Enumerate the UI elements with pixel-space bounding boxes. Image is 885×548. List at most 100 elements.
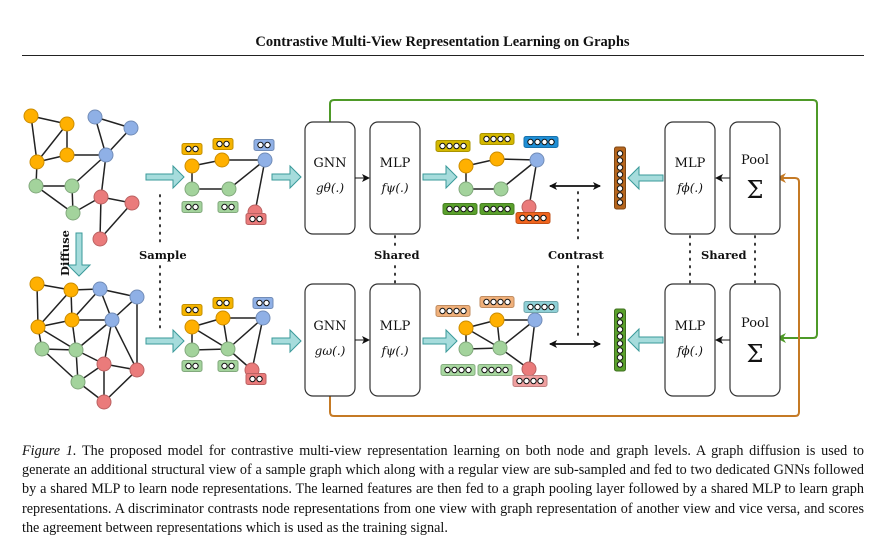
feature-vector	[512, 375, 548, 387]
feature-slot	[548, 138, 555, 146]
sampled-graph-top	[181, 138, 275, 225]
feature-vector	[479, 133, 515, 145]
graph-edge	[251, 317, 264, 371]
graph-edge	[35, 185, 74, 214]
diffuse-arrow-icon	[66, 232, 92, 277]
feature-slot	[504, 298, 511, 306]
feature-vector	[245, 213, 267, 225]
pool-box-bottom: Pool Σ	[729, 283, 781, 397]
graph-embedding-top	[614, 146, 626, 210]
feature-vector	[435, 140, 471, 152]
graph-node	[527, 312, 543, 328]
feature-vector	[477, 364, 513, 376]
feature-slot	[221, 203, 228, 211]
feature-slot	[185, 203, 192, 211]
graph-node	[215, 310, 231, 326]
header-rule	[22, 55, 864, 56]
gnn-fn-top: gθ(.)	[316, 181, 344, 195]
feature-slot	[534, 138, 541, 146]
embedding-slot	[616, 319, 624, 326]
graph-node	[129, 362, 145, 378]
graph-edge	[227, 317, 264, 350]
encoded-graph-top	[435, 133, 559, 224]
feature-slot	[502, 366, 509, 374]
feature-slot	[460, 205, 467, 213]
feature-vector	[440, 364, 476, 376]
graph-node	[521, 199, 537, 215]
embedding-slot	[616, 354, 624, 361]
gnn-box-top: GNN gθ(.)	[304, 121, 356, 235]
feature-slot	[439, 307, 446, 315]
graph-node	[184, 342, 200, 358]
graph-edge	[528, 159, 538, 208]
feature-slot	[228, 362, 235, 370]
feature-vector	[212, 138, 234, 150]
feature-vector	[252, 297, 274, 309]
graph-node	[129, 289, 145, 305]
flow-arrow-icon	[145, 328, 185, 354]
gnn-box-bottom: GNN gω(.)	[304, 283, 356, 397]
graph-node	[63, 282, 79, 298]
feature-vector	[181, 143, 203, 155]
feature-slot	[526, 214, 533, 222]
gnn-fn-bottom: gω(.)	[315, 344, 346, 358]
feature-slot	[540, 214, 547, 222]
feature-vector	[217, 360, 239, 372]
feature-slot	[223, 299, 230, 307]
feature-slot	[548, 303, 555, 311]
graph-node	[29, 154, 45, 170]
feature-slot	[216, 140, 223, 148]
figure-label: Figure 1.	[22, 443, 77, 459]
feature-vector	[435, 305, 471, 317]
feature-slot	[504, 135, 511, 143]
graph-node	[221, 181, 237, 197]
graph-node	[96, 394, 112, 410]
mlp-node-title-bottom: MLP	[380, 319, 411, 334]
flow-arrow-icon	[627, 327, 664, 353]
orange-connector-line	[329, 173, 800, 417]
feature-slot	[504, 205, 511, 213]
feature-slot	[460, 307, 467, 315]
graph-edge	[254, 159, 266, 213]
pool-title-bottom: Pool	[741, 316, 769, 331]
flow-arrows	[66, 164, 664, 354]
feature-vector	[253, 139, 275, 151]
feature-slot	[495, 366, 502, 374]
feature-slot	[541, 303, 548, 311]
feature-slot	[497, 298, 504, 306]
figure-caption: Figure 1. The proposed model for contras…	[22, 442, 864, 538]
feature-vector	[181, 360, 203, 372]
feature-slot	[439, 142, 446, 150]
feature-slot	[519, 214, 526, 222]
feature-slot	[460, 142, 467, 150]
graph-node	[70, 374, 86, 390]
pool-box-top: Pool Σ	[729, 121, 781, 235]
feature-slot	[446, 142, 453, 150]
feature-vector	[479, 296, 515, 308]
feature-slot	[451, 366, 458, 374]
flow-arrow-icon	[422, 164, 458, 190]
embedding-slot	[616, 361, 624, 368]
feature-slot	[537, 377, 544, 385]
embedding-slot	[616, 340, 624, 347]
graph-edge	[71, 154, 107, 187]
feature-vector	[245, 373, 267, 385]
contrast-label: Contrast	[548, 248, 604, 262]
feature-slot	[527, 303, 534, 311]
embedding-slot	[616, 150, 624, 157]
feature-slot	[185, 145, 192, 153]
embedding-slot	[616, 326, 624, 333]
feature-slot	[453, 205, 460, 213]
feature-slot	[467, 205, 474, 213]
graph-node	[529, 152, 545, 168]
mlp-graph-box-top: MLP fϕ(.)	[664, 121, 716, 235]
mlp-graph-title-bottom: MLP	[675, 319, 706, 334]
feature-vector	[479, 203, 515, 215]
feature-slot	[228, 203, 235, 211]
feature-vector	[212, 297, 234, 309]
graph-edge	[103, 369, 138, 403]
feature-slot	[257, 141, 264, 149]
feature-vector	[181, 304, 203, 316]
graph-node	[184, 181, 200, 197]
graph-node	[521, 361, 537, 377]
